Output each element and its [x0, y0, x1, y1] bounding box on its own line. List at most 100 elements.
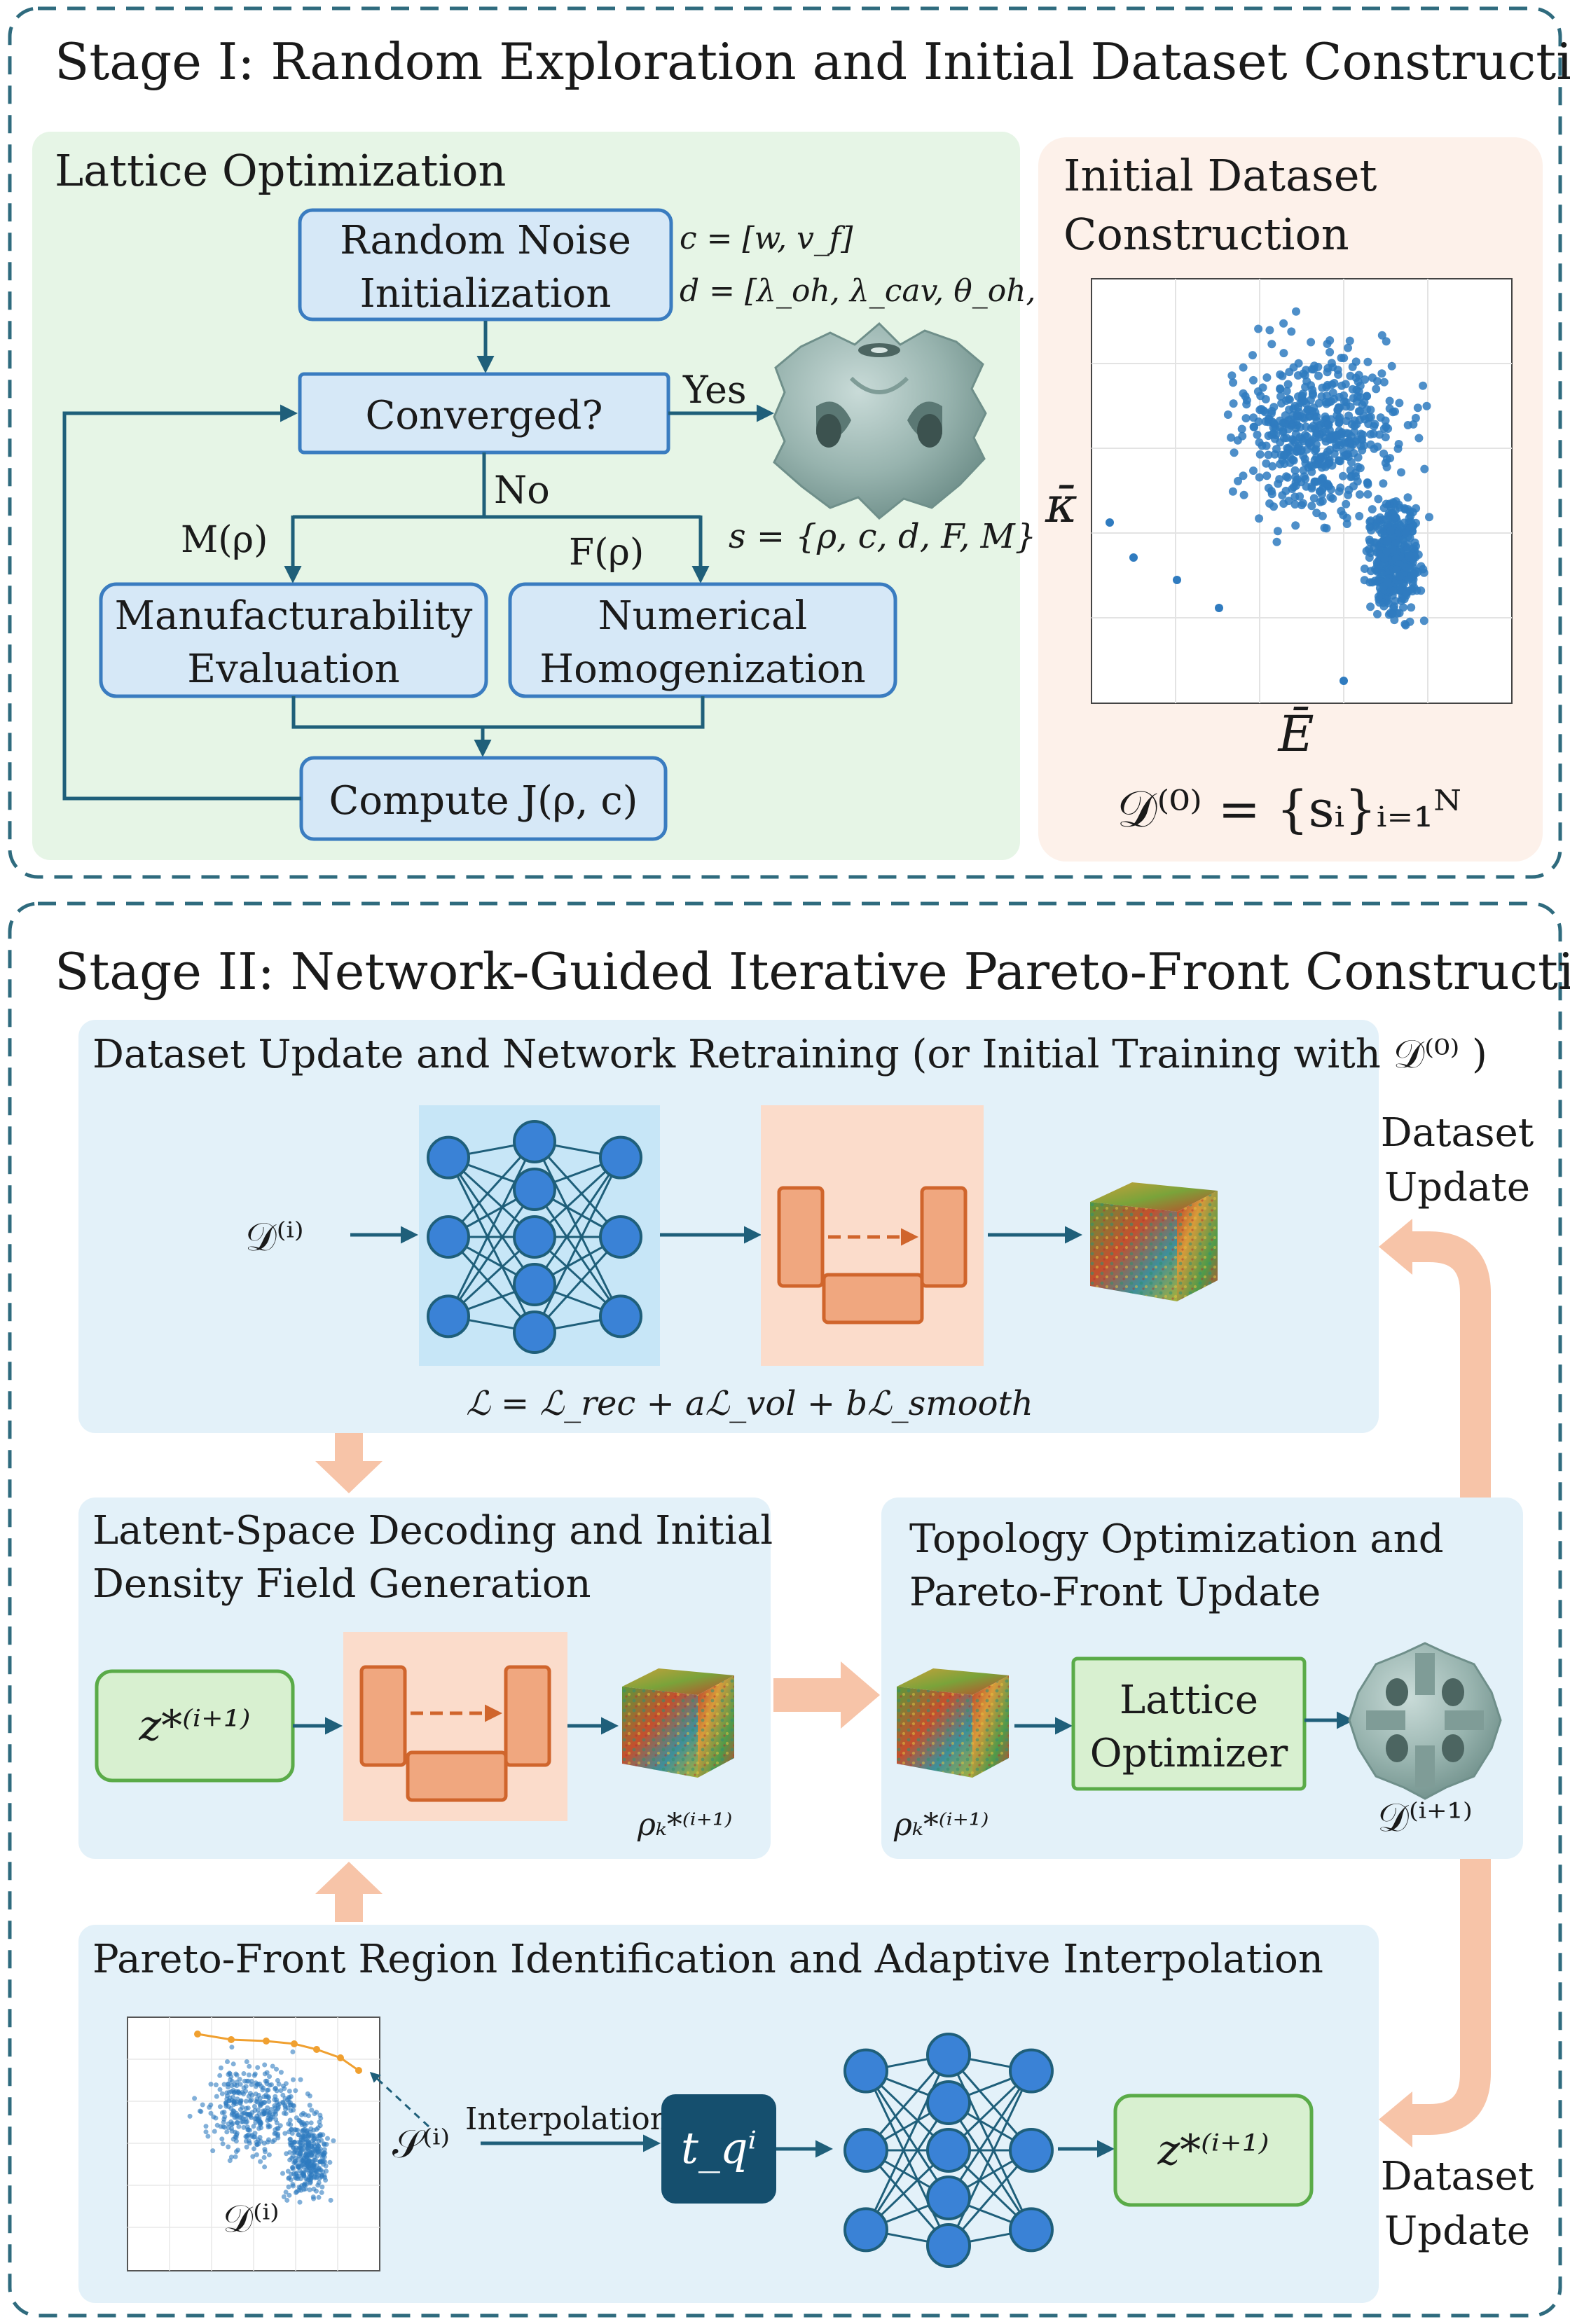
lattice-optimizer-box	[1071, 1656, 1307, 1791]
pareto-scatter-point	[304, 2162, 310, 2168]
scatter-point	[1403, 505, 1412, 514]
pareto-front-point	[313, 2046, 320, 2053]
pareto-scatter-point	[301, 2172, 307, 2178]
pareto-scatter-point	[205, 2133, 211, 2139]
update-loop-up-arrow	[1410, 1231, 1491, 1498]
pareto-scatter-point	[252, 2073, 257, 2078]
pareto-scatter-point	[303, 2182, 309, 2187]
pareto-scatter-point	[247, 2098, 253, 2104]
retraining-title: Dataset Update and Network Retraining (o…	[92, 1032, 1487, 1077]
scatter-point	[1401, 529, 1410, 538]
scatter-point	[1234, 476, 1242, 485]
scatter-point	[1355, 511, 1364, 520]
scatter-point	[1302, 366, 1311, 375]
pareto-scatter-point	[235, 2090, 240, 2096]
scatter-point	[1239, 363, 1248, 372]
scatter-point	[1396, 521, 1405, 530]
scatter-point	[1382, 337, 1391, 346]
scatter-point	[1279, 319, 1288, 328]
pareto-scatter-point	[229, 2083, 235, 2089]
pareto-scatter-point	[298, 2185, 303, 2191]
scatter-point	[1223, 410, 1232, 419]
scatter-plot-icon	[127, 2017, 380, 2271]
lattice-optimization-title: Lattice Optimization	[55, 145, 506, 196]
scatter-point	[1309, 494, 1318, 503]
scatter-point	[1260, 408, 1269, 417]
pareto-scatter-point	[274, 2066, 279, 2072]
scatter-point	[1286, 415, 1295, 424]
pareto-scatter-point	[294, 2171, 299, 2176]
pareto-scatter-point	[280, 2100, 286, 2105]
scatter-point	[1410, 583, 1419, 592]
scatter-point	[1422, 401, 1431, 410]
pareto-scatter-point	[319, 2190, 324, 2195]
pareto-scatter-point	[315, 2149, 321, 2154]
scatter-point	[1249, 422, 1258, 431]
pareto-scatter-point	[244, 2144, 249, 2150]
pareto-title: Pareto-Front Region Identification and A…	[92, 1937, 1323, 1982]
network-node	[926, 2033, 971, 2077]
update-loop-down-arrow	[1410, 1859, 1491, 2135]
scatter-point	[1129, 553, 1138, 562]
pareto-scatter-point	[264, 2078, 270, 2084]
scatter-point	[1395, 399, 1404, 408]
pareto-scatter-point	[219, 2091, 225, 2096]
pareto-scatter-point	[243, 2133, 249, 2139]
scatter-point	[1290, 466, 1300, 475]
scatter-point	[1297, 501, 1306, 510]
no-label: No	[494, 468, 550, 512]
pareto-scatter-point	[306, 2132, 312, 2138]
network-node	[513, 1120, 556, 1163]
pareto-front-point	[263, 2038, 270, 2045]
pareto-scatter-point	[227, 2071, 233, 2077]
scatter-point	[1253, 430, 1262, 439]
scatter-point	[1333, 406, 1342, 415]
scatter-point	[1262, 373, 1272, 382]
scatter-point	[1397, 468, 1405, 477]
pareto-scatter-point	[298, 2145, 303, 2150]
scatter-point	[1403, 493, 1412, 502]
topology-title-line2: Pareto-Front Update	[909, 1570, 1321, 1615]
initial-dataset-title-line2: Construction	[1063, 209, 1349, 260]
pareto-scatter-point	[284, 2151, 289, 2157]
pareto-scatter-point	[241, 2124, 247, 2130]
pareto-network-icon	[843, 2033, 1054, 2268]
scatter-point	[1382, 499, 1391, 509]
scatter-point	[1239, 490, 1248, 499]
pareto-scatter-point	[273, 2112, 279, 2117]
pareto-scatter-point	[328, 2197, 333, 2203]
scatter-point	[1414, 434, 1424, 443]
pareto-scatter-point	[241, 2071, 247, 2076]
scatter-point	[1276, 459, 1285, 469]
pareto-scatter-point	[290, 2049, 296, 2054]
decoded-density-cube-icon	[622, 1668, 734, 1778]
scatter-point	[1325, 347, 1335, 357]
scatter-point	[1270, 450, 1279, 459]
stage2-frame	[8, 901, 1562, 2318]
scatter-point	[1381, 433, 1390, 442]
scatter-point	[1346, 402, 1355, 411]
scatter-point	[1411, 413, 1420, 422]
pareto-scatter-point	[317, 2159, 323, 2165]
scatter-point	[1377, 569, 1386, 578]
pareto-scatter-point	[287, 2089, 292, 2094]
pareto-scatter-point	[212, 2129, 217, 2134]
network-node	[926, 2128, 971, 2173]
pareto-scatter-point	[214, 2094, 219, 2099]
scatter-point	[1258, 383, 1267, 392]
yes-label: Yes	[682, 368, 747, 412]
scatter-point	[1391, 407, 1399, 416]
pareto-scatter-point	[250, 2154, 256, 2159]
scatter-point	[1233, 436, 1242, 445]
pareto-scatter-point	[272, 2131, 277, 2136]
scatter-point	[1264, 483, 1273, 492]
pareto-scatter-point	[243, 2138, 249, 2144]
pareto-scatter-point	[312, 2157, 317, 2163]
scatter-point	[1340, 391, 1349, 400]
scatter-point	[1334, 370, 1343, 379]
pareto-scatter-point	[287, 2136, 293, 2142]
pareto-scatter-point	[208, 2082, 214, 2087]
scatter-point	[1309, 403, 1318, 412]
scatter-point	[1410, 569, 1419, 579]
merge-line	[291, 696, 705, 729]
